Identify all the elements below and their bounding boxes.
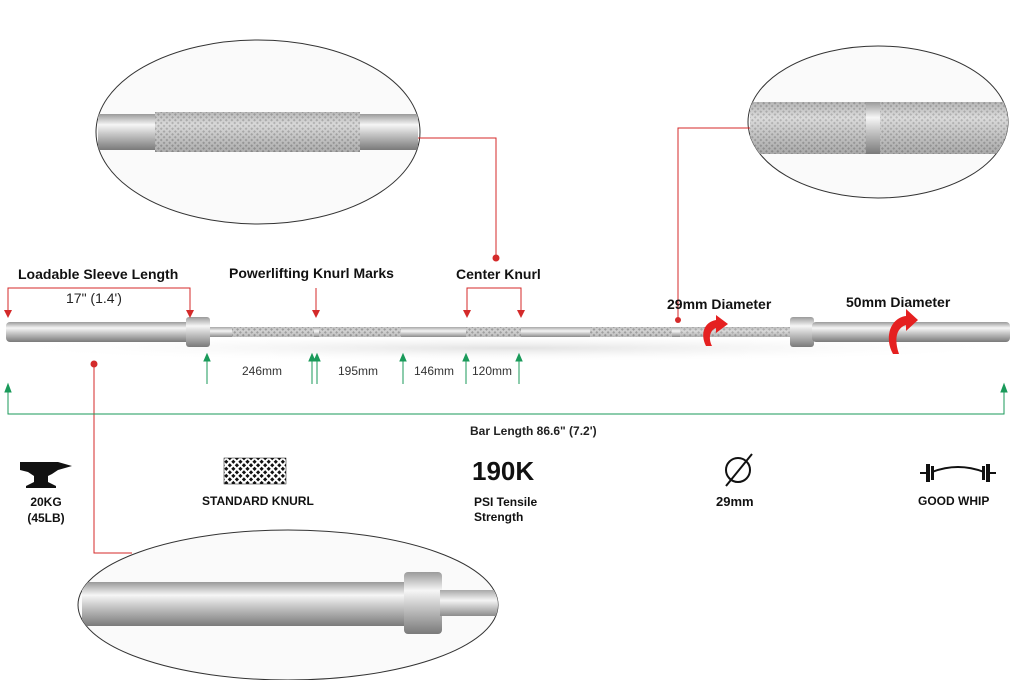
- measure-120: 120mm: [472, 364, 513, 378]
- measure-195: 195mm: [338, 364, 379, 378]
- zoom-ellipse-sleeve: [77, 529, 499, 680]
- measure-ticks: [4, 352, 1008, 415]
- diameter-50-label: 50mm Diameter: [846, 294, 951, 310]
- center-knurl-label: Center Knurl: [456, 266, 541, 282]
- measure-146: 146mm: [414, 364, 455, 378]
- feature-190k: 190K: [472, 456, 535, 486]
- feature-weight: 20KG (45LB): [22, 494, 70, 526]
- feature-tensile-line2: Strength: [474, 510, 524, 524]
- feature-weight-lb: (45LB): [27, 511, 65, 525]
- feature-diameter-label: 29mm: [716, 494, 754, 509]
- zoom-ellipse-center: [747, 45, 1009, 199]
- knurl-swatch-icon: [223, 457, 287, 485]
- bar-length-label: Bar Length 86.6" (7.2'): [470, 424, 597, 438]
- diameter-icon: [725, 453, 753, 487]
- barbell: [0, 317, 1024, 362]
- feature-tensile: PSI Tensile Strength: [474, 495, 537, 525]
- feature-weight-kg: 20KG: [30, 495, 62, 509]
- feature-knurl-label: STANDARD KNURL: [202, 494, 314, 508]
- diameter-arrows: [703, 309, 918, 354]
- feature-whip-label: GOOD WHIP: [918, 494, 990, 508]
- zoom-ellipse-knurl: [95, 39, 421, 225]
- sleeve-length-value: 17" (1.4'): [66, 290, 122, 306]
- barbell-whip-icon: [920, 464, 996, 482]
- callout-arrowheads: [4, 254, 681, 368]
- anvil-icon: [20, 462, 72, 488]
- callout-lines: [7, 127, 750, 554]
- measure-246: 246mm: [242, 364, 283, 378]
- powerlifting-marks-label: Powerlifting Knurl Marks: [229, 265, 394, 281]
- feature-tensile-line1: PSI Tensile: [474, 495, 538, 509]
- diameter-29-label: 29mm Diameter: [667, 296, 772, 312]
- sleeve-length-label: Loadable Sleeve Length: [18, 266, 179, 282]
